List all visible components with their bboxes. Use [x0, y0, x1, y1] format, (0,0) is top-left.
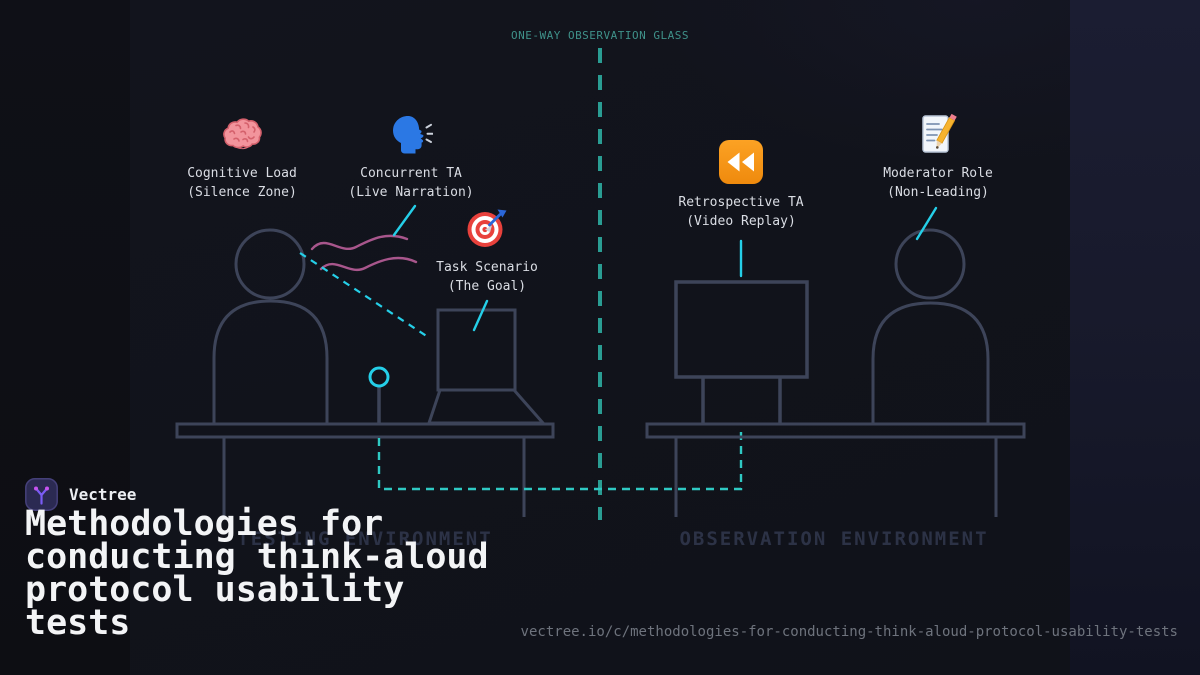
observation-environment-label: OBSERVATION ENVIRONMENT [679, 528, 989, 550]
brand: Vectree [25, 478, 136, 511]
one-way-glass-label: ONE-WAY OBSERVATION GLASS [510, 29, 690, 42]
testing-environment-label: TESTING ENVIRONMENT [237, 528, 493, 550]
brand-name: Vectree [69, 485, 137, 504]
canonical-url[interactable]: vectree.io/c/methodologies-for-conductin… [520, 624, 1178, 640]
annotation-line2: (Silence Zone) [187, 185, 297, 200]
annotation-line2: (Video Replay) [686, 214, 796, 229]
annotation-concurrent-ta: Concurrent TA (Live Narration) [311, 112, 511, 202]
annotation-line1: Moderator Role [883, 166, 993, 181]
annotation-line1: Task Scenario [436, 260, 538, 275]
speaking-head-icon [389, 112, 434, 156]
annotation-retrospective-ta: Retrospective TA (Video Replay) [641, 139, 841, 231]
background-right [1070, 0, 1200, 675]
background-left [0, 0, 130, 675]
rewind-icon [718, 139, 764, 185]
annotation-line1: Concurrent TA [360, 166, 462, 181]
brain-icon [220, 112, 264, 156]
vectree-logo-icon [25, 478, 58, 511]
annotation-cognitive-load: Cognitive Load (Silence Zone) [142, 112, 342, 202]
annotation-task-scenario: Task Scenario (The Goal) [387, 206, 587, 296]
annotation-line2: (Non-Leading) [887, 185, 989, 200]
annotation-line2: (The Goal) [447, 279, 527, 294]
memo-icon [916, 112, 960, 156]
annotation-line1: Cognitive Load [187, 166, 297, 181]
target-icon [465, 206, 509, 250]
page-title: Methodologies for conducting think-aloud… [25, 504, 489, 643]
annotation-line2: (Live Narration) [348, 185, 474, 200]
annotation-moderator-role: Moderator Role (Non-Leading) [838, 112, 1038, 202]
annotation-line1: Retrospective TA [678, 195, 804, 210]
